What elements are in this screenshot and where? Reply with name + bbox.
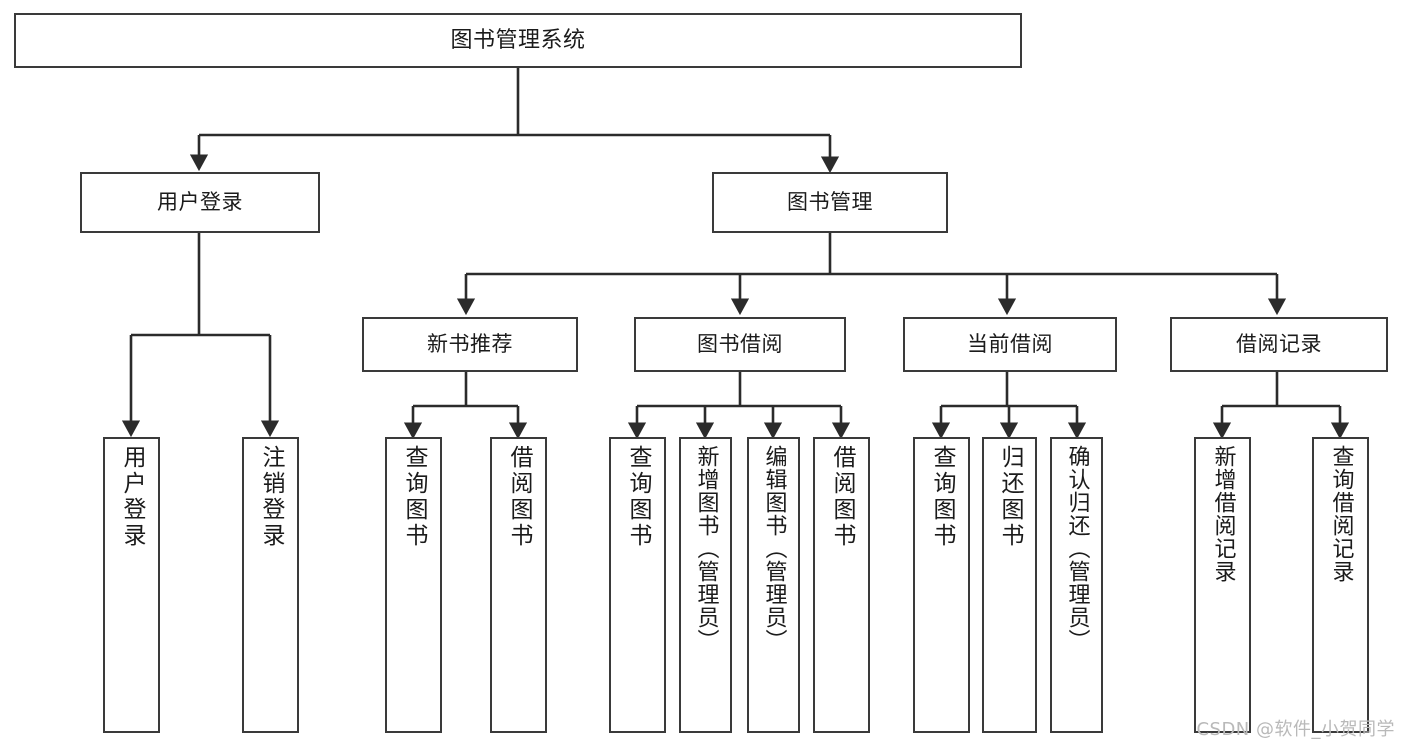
- node-new-book-rec-label: 新书推荐: [427, 332, 513, 357]
- node-leaf-add-book[interactable]: 新增图书（管理员）: [679, 437, 732, 733]
- node-book-manage[interactable]: 图书管理: [712, 172, 948, 233]
- node-user-login[interactable]: 用户登录: [80, 172, 320, 233]
- node-leaf-borrow-book-1[interactable]: 借阅图书: [490, 437, 547, 733]
- node-leaf-return-book[interactable]: 归还图书: [982, 437, 1037, 733]
- node-leaf-query-book-1-label: 查询图书: [401, 445, 427, 549]
- node-borrow-record-label: 借阅记录: [1236, 332, 1322, 357]
- node-leaf-logout-label: 注销登录: [258, 445, 284, 549]
- node-current-borrow[interactable]: 当前借阅: [903, 317, 1117, 372]
- node-leaf-confirm-return-label: 确认归还（管理员）: [1064, 445, 1090, 652]
- node-leaf-query-book-1[interactable]: 查询图书: [385, 437, 442, 733]
- node-leaf-user-login[interactable]: 用户登录: [103, 437, 160, 733]
- node-current-borrow-label: 当前借阅: [967, 332, 1053, 357]
- node-leaf-query-book-2[interactable]: 查询图书: [609, 437, 666, 733]
- node-root[interactable]: 图书管理系统: [14, 13, 1022, 68]
- node-book-borrow[interactable]: 图书借阅: [634, 317, 846, 372]
- node-leaf-add-record-label: 新增借阅记录: [1210, 445, 1236, 583]
- node-borrow-record[interactable]: 借阅记录: [1170, 317, 1388, 372]
- node-leaf-borrow-book-2-label: 借阅图书: [829, 445, 855, 549]
- node-leaf-add-book-label: 新增图书（管理员）: [693, 445, 719, 652]
- node-leaf-edit-book[interactable]: 编辑图书（管理员）: [747, 437, 800, 733]
- node-leaf-query-record-label: 查询借阅记录: [1328, 445, 1354, 583]
- node-book-manage-label: 图书管理: [787, 190, 873, 215]
- node-leaf-confirm-return[interactable]: 确认归还（管理员）: [1050, 437, 1103, 733]
- node-leaf-query-book-3-label: 查询图书: [929, 445, 955, 549]
- node-leaf-query-book-2-label: 查询图书: [625, 445, 651, 549]
- node-leaf-borrow-book-1-label: 借阅图书: [506, 445, 532, 549]
- node-new-book-rec[interactable]: 新书推荐: [362, 317, 578, 372]
- node-book-borrow-label: 图书借阅: [697, 332, 783, 357]
- watermark: CSDN @软件_小贺同学: [1196, 719, 1395, 740]
- node-leaf-add-record[interactable]: 新增借阅记录: [1194, 437, 1251, 733]
- node-leaf-user-login-label: 用户登录: [119, 445, 145, 549]
- node-root-label: 图书管理系统: [450, 27, 586, 53]
- node-leaf-query-record[interactable]: 查询借阅记录: [1312, 437, 1369, 733]
- node-user-login-label: 用户登录: [157, 190, 243, 215]
- node-leaf-borrow-book-2[interactable]: 借阅图书: [813, 437, 870, 733]
- node-leaf-query-book-3[interactable]: 查询图书: [913, 437, 970, 733]
- node-leaf-edit-book-label: 编辑图书（管理员）: [761, 445, 787, 652]
- node-leaf-logout[interactable]: 注销登录: [242, 437, 299, 733]
- node-leaf-return-book-label: 归还图书: [997, 445, 1023, 549]
